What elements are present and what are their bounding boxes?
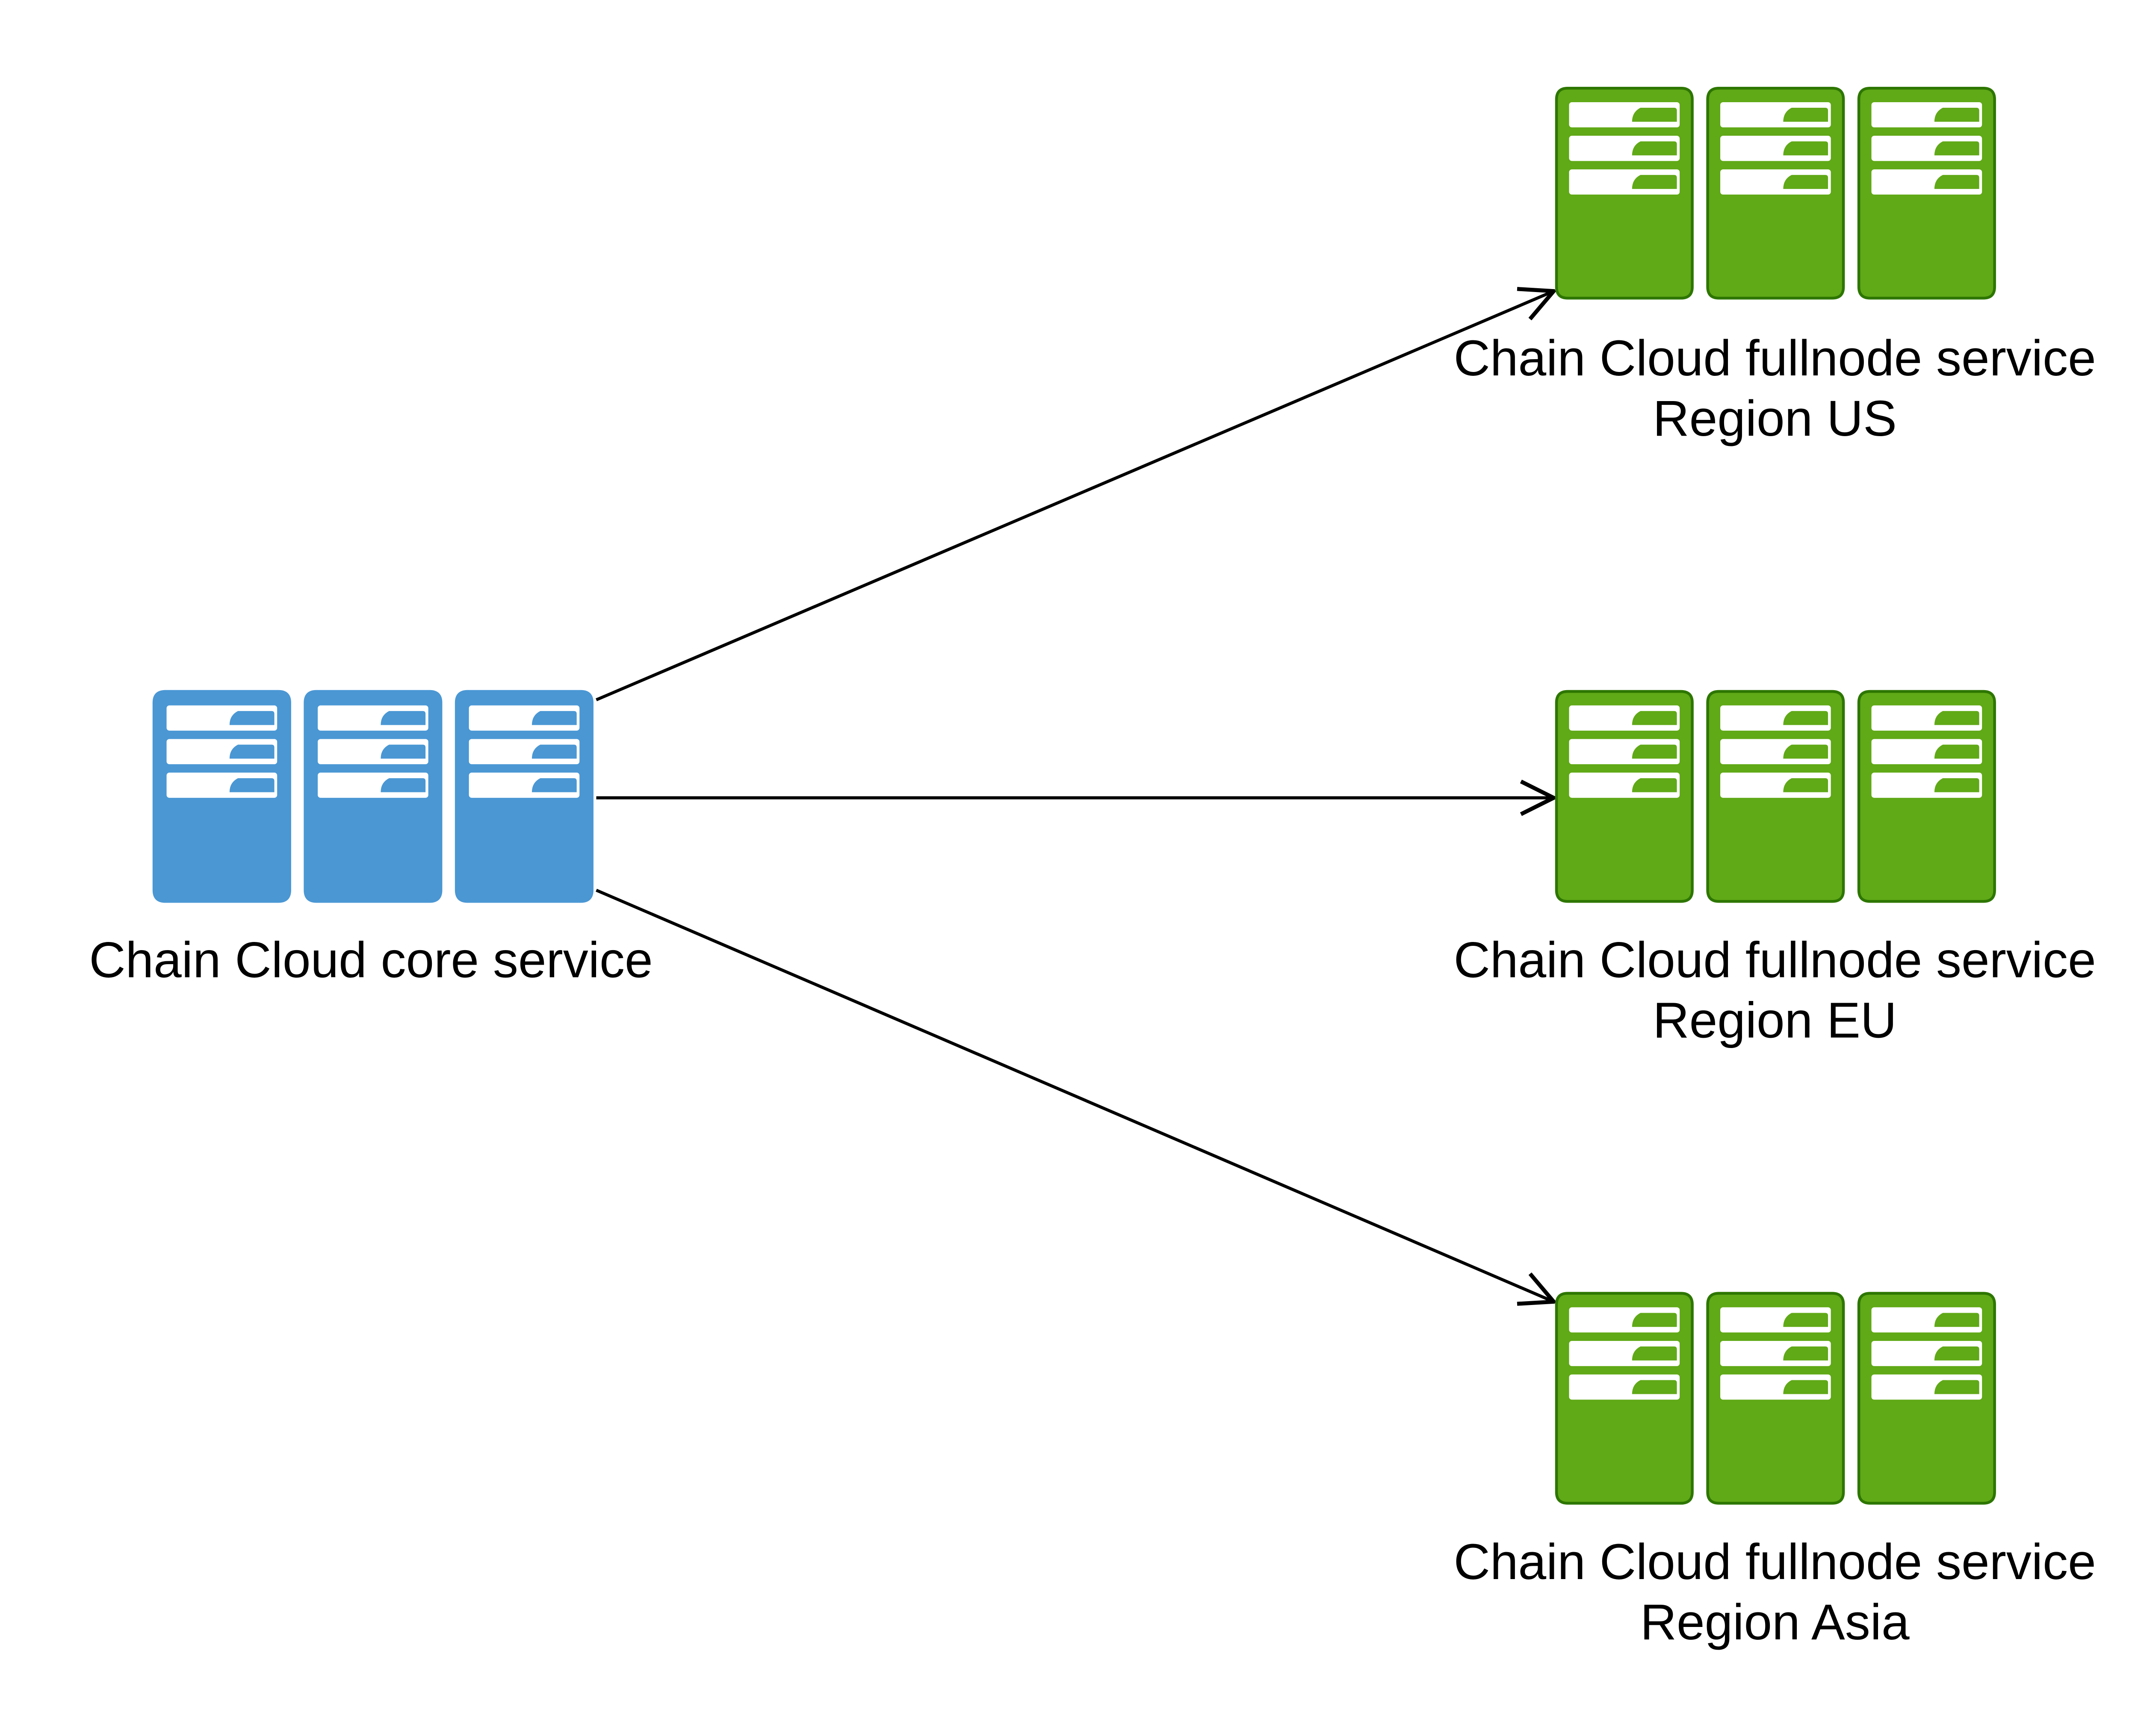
drive-led bbox=[1783, 778, 1828, 792]
rack-unit bbox=[1706, 1292, 1845, 1505]
rack-unit bbox=[152, 690, 291, 903]
server-rack-icon bbox=[1555, 86, 1996, 300]
server-rack-icon bbox=[152, 690, 594, 903]
drive-led bbox=[1783, 1313, 1828, 1327]
node-label: Chain Cloud fullnode service bbox=[1454, 1534, 2096, 1590]
rack-unit bbox=[455, 690, 594, 903]
drive-led bbox=[1934, 175, 1979, 189]
drive-led bbox=[1934, 108, 1979, 122]
node-core: Chain Cloud core service bbox=[89, 690, 653, 989]
drive-led bbox=[229, 744, 275, 759]
drive-led bbox=[229, 711, 275, 725]
drive-led bbox=[1934, 778, 1979, 792]
drive-led bbox=[1632, 711, 1677, 725]
drive-led bbox=[1783, 1346, 1828, 1361]
drive-led bbox=[1934, 1313, 1979, 1327]
node-label: Chain Cloud fullnode service bbox=[1454, 932, 2096, 989]
drive-led bbox=[1934, 1380, 1979, 1394]
drive-led bbox=[381, 778, 426, 792]
node-region-label: Region US bbox=[1653, 390, 1897, 447]
drive-led bbox=[1632, 141, 1677, 156]
node-label: Chain Cloud core service bbox=[89, 932, 653, 989]
rack-unit bbox=[1857, 86, 1996, 300]
rack-unit bbox=[1857, 1292, 1996, 1505]
node-label: Chain Cloud fullnode service bbox=[1454, 330, 2096, 387]
drive-led bbox=[1632, 1313, 1677, 1327]
rack-unit bbox=[1555, 690, 1694, 903]
drive-led bbox=[1632, 778, 1677, 792]
drive-led bbox=[1632, 108, 1677, 122]
drive-led bbox=[1783, 108, 1828, 122]
edges bbox=[596, 291, 1553, 1302]
rack-unit bbox=[1555, 86, 1694, 300]
drive-led bbox=[381, 711, 426, 725]
rack-unit bbox=[304, 690, 443, 903]
drive-led bbox=[1783, 141, 1828, 156]
drive-led bbox=[1934, 141, 1979, 156]
rack-unit bbox=[1706, 690, 1845, 903]
drive-led bbox=[1934, 744, 1979, 759]
drive-led bbox=[532, 744, 577, 759]
drive-led bbox=[1783, 744, 1828, 759]
drive-led bbox=[1783, 175, 1828, 189]
edge-core-to-us bbox=[596, 291, 1553, 702]
drive-led bbox=[1783, 711, 1828, 725]
node-region-label: Region EU bbox=[1653, 992, 1897, 1048]
server-rack-icon bbox=[1555, 1292, 1996, 1505]
drive-led bbox=[1632, 175, 1677, 189]
drive-led bbox=[532, 711, 577, 725]
server-rack-icon bbox=[1555, 690, 1996, 903]
rack-unit bbox=[1706, 86, 1845, 300]
drive-led bbox=[1934, 1346, 1979, 1361]
drive-led bbox=[1632, 1380, 1677, 1394]
drive-led bbox=[1934, 711, 1979, 725]
drive-led bbox=[1783, 1380, 1828, 1394]
drive-led bbox=[381, 744, 426, 759]
node-region-label: Region Asia bbox=[1640, 1594, 1910, 1650]
rack-unit bbox=[1555, 1292, 1694, 1505]
drive-led bbox=[229, 778, 275, 792]
edge-core-to-asia bbox=[596, 889, 1553, 1302]
drive-led bbox=[1632, 744, 1677, 759]
rack-unit bbox=[1857, 690, 1996, 903]
drive-led bbox=[532, 778, 577, 792]
drive-led bbox=[1632, 1346, 1677, 1361]
